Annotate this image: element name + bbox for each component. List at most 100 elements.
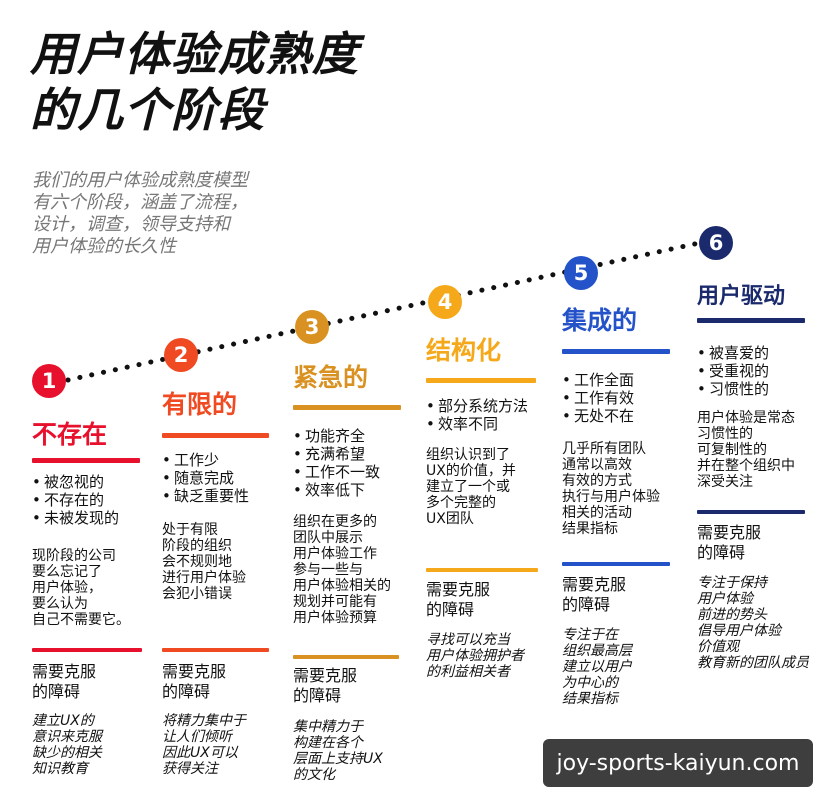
description-line: UX的价值，并: [426, 463, 516, 479]
stage-3-obstacle: 集中精力于 构建在各个 层面上支持UX 的文化: [293, 719, 383, 783]
stage-3-number-badge: 3: [295, 310, 329, 344]
description-line: 进行用户体验: [162, 570, 246, 586]
obstacle-heading-line: 的障碍: [162, 682, 211, 701]
trait-item: 随意完成: [162, 469, 249, 487]
trait-item: 未被发现的: [32, 509, 119, 527]
trait-item: 工作全面: [562, 371, 634, 389]
obstacle-line: 集中精力于: [293, 719, 363, 735]
obstacle-line: 获得关注: [162, 761, 218, 777]
stage-6-obstacle-heading: 需要克服 的障碍: [697, 523, 761, 563]
description-line: 用户体验相关的: [293, 578, 391, 594]
watermark-link[interactable]: joy-sports-kaiyun.com: [543, 739, 813, 787]
trait-item: 习惯性的: [697, 380, 769, 398]
obstacle-line: 让人们倾听: [162, 729, 232, 745]
stage-5-obstacle: 专注于在 组织最高层 建立以用户 为中心的 结果指标: [562, 627, 632, 707]
description-line: 有效的方式: [562, 473, 632, 489]
stage-1-obstacle: 建立UX的 意识来克服 缺少的相关 知识教育: [32, 713, 102, 777]
description-line: 建立了一个或: [426, 479, 510, 495]
description-line: 自己不需要它。: [32, 612, 130, 628]
description-line: 用户体验预算: [293, 610, 377, 626]
description-line: 并在整个组织中: [697, 458, 795, 474]
stage-4-obstacle: 寻找可以充当 用户体验拥护者 的利益相关者: [426, 632, 524, 680]
stage-6-traits: 被喜爱的 受重视的 习惯性的: [697, 344, 769, 398]
description-line: 要么忘记了: [32, 564, 102, 580]
trait-item: 缺乏重要性: [162, 487, 249, 505]
stage-3-description: 组织在更多的 团队中展示 用户体验工作 参与一些与 用户体验相关的 规划并可能有…: [293, 514, 391, 626]
stage-3-traits: 功能齐全 充满希望 工作不一致 效率低下: [293, 427, 380, 499]
description-line: 可复制性的: [697, 442, 767, 458]
description-line: 团队中展示: [293, 530, 363, 546]
subtitle-line-3: 设计，调查，领导支持和: [32, 214, 230, 235]
obstacle-heading-line: 的障碍: [426, 600, 475, 619]
stage-4-obstacle-heading: 需要克服 的障碍: [426, 580, 490, 620]
stage-5-obstacle-heading: 需要克服 的障碍: [562, 575, 626, 615]
trait-item: 受重视的: [697, 362, 769, 380]
stage-4-divider: [426, 378, 536, 383]
obstacle-line: 缺少的相关: [32, 745, 102, 761]
obstacle-line: 将精力集中于: [162, 713, 246, 729]
stage-6-description: 用户体验是常态 习惯性的 可复制性的 并在整个组织中 深受关注: [697, 410, 795, 490]
stage-3-name: 紧急的: [293, 363, 369, 392]
obstacle-line: 用户体验拥护者: [426, 648, 524, 664]
stage-5-divider: [562, 349, 670, 354]
description-line: 通常以高效: [562, 457, 632, 473]
stage-3-divider: [293, 405, 401, 410]
stage-5-obstacle-divider: [562, 562, 670, 566]
obstacle-line: 因此UX可以: [162, 745, 238, 761]
obstacle-heading-line: 的障碍: [562, 595, 611, 614]
stage-6-obstacle-divider: [697, 510, 805, 514]
stage-2-traits: 工作少 随意完成 缺乏重要性: [162, 451, 249, 505]
stage-6-divider: [697, 318, 805, 323]
stage-5-traits: 工作全面 工作有效 无处不在: [562, 371, 634, 425]
obstacle-line: 用户体验: [697, 591, 753, 607]
stage-2-obstacle-divider: [162, 648, 269, 652]
obstacle-line: 专注于保持: [697, 575, 767, 591]
stage-1-obstacle-divider: [32, 648, 142, 652]
description-line: 参与一些与: [293, 562, 363, 578]
stage-4-number-badge: 4: [428, 285, 462, 319]
obstacle-line: 意识来克服: [32, 729, 102, 745]
stage-6-name: 用户驱动: [697, 284, 786, 309]
description-line: 执行与用户体验: [562, 489, 660, 505]
stage-1-name: 不存在: [32, 420, 108, 449]
obstacle-heading-line: 需要克服: [426, 580, 491, 599]
description-line: 处于有限: [162, 522, 218, 538]
obstacle-heading-line: 需要克服: [293, 666, 358, 685]
stage-2-description: 处于有限 阶段的组织 会不规则地 进行用户体验 会犯小错误: [162, 522, 246, 602]
trait-item: 效率低下: [293, 481, 380, 499]
stage-1-divider: [32, 458, 140, 463]
description-line: 用户体验，: [32, 580, 102, 596]
stage-3-obstacle-heading: 需要克服 的障碍: [293, 666, 357, 706]
subtitle: 我们的用户体验成熟度模型 有六个阶段，涵盖了流程， 设计，调查，领导支持和 用户…: [32, 170, 332, 258]
obstacle-line: 层面上支持UX: [293, 751, 383, 767]
description-line: 习惯性的: [697, 426, 753, 442]
description-line: 规划并可能有: [293, 594, 377, 610]
title-line-1: 用户体验成熟度: [30, 27, 359, 81]
obstacle-heading-line: 的障碍: [293, 686, 342, 705]
obstacle-heading-line: 需要克服: [162, 662, 227, 681]
trait-item: 效率不同: [426, 415, 528, 433]
obstacle-line: 教育新的团队成员: [697, 655, 809, 671]
trait-item: 充满希望: [293, 445, 380, 463]
obstacle-line: 建立UX的: [32, 713, 94, 729]
trait-item: 被忽视的: [32, 473, 119, 491]
obstacle-heading-line: 的障碍: [697, 543, 746, 562]
obstacle-line: 建立以用户: [562, 659, 632, 675]
trait-item: 工作少: [162, 451, 249, 469]
trait-item: 部分系统方法: [426, 397, 528, 415]
description-line: 会不规则地: [162, 554, 232, 570]
title-line-2: 的几个阶段: [30, 83, 265, 137]
description-line: 组织认识到了: [426, 447, 510, 463]
obstacle-line: 价值观: [697, 639, 739, 655]
stage-5-number-badge: 5: [564, 256, 598, 290]
obstacle-line: 组织最高层: [562, 643, 632, 659]
stage-6-obstacle: 专注于保持 用户体验 前进的势头 倡导用户体验 价值观 教育新的团队成员: [697, 575, 809, 671]
stage-1-traits: 被忽视的 不存在的 未被发现的: [32, 473, 119, 527]
stage-2-name: 有限的: [162, 390, 238, 419]
description-line: 现阶段的公司: [32, 548, 116, 564]
description-line: 多个完整的: [426, 495, 496, 511]
stage-3-obstacle-divider: [293, 655, 399, 659]
description-line: 相关的活动: [562, 505, 632, 521]
trait-item: 不存在的: [32, 491, 119, 509]
